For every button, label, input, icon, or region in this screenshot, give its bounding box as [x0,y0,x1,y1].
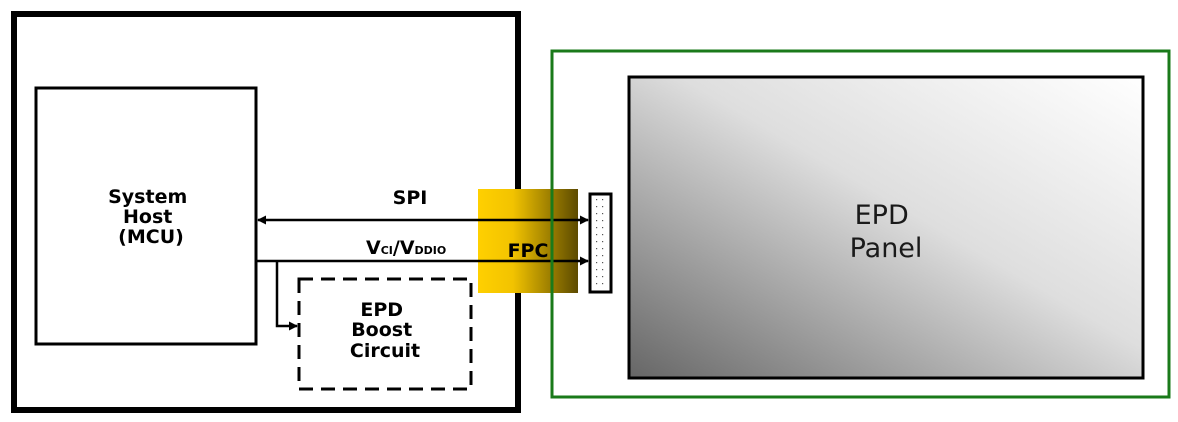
system-host-label: System Host (MCU) [108,186,194,248]
power-label: VCI/VDDIO [366,237,446,259]
system-host-box [34,86,258,346]
fpc-label: FPC [508,240,549,262]
spi-label: SPI [393,187,428,209]
epd-panel-label: EPD Panel [850,200,923,264]
boost-circuit-label: EPD Boost Circuit [350,299,420,362]
epd-module-frame [550,49,1171,399]
fpc-block [478,189,578,293]
boost-feed-arrow [275,261,298,331]
epd-panel [627,75,1145,380]
connector-pins [593,197,608,289]
boost-circuit-box [297,277,473,391]
